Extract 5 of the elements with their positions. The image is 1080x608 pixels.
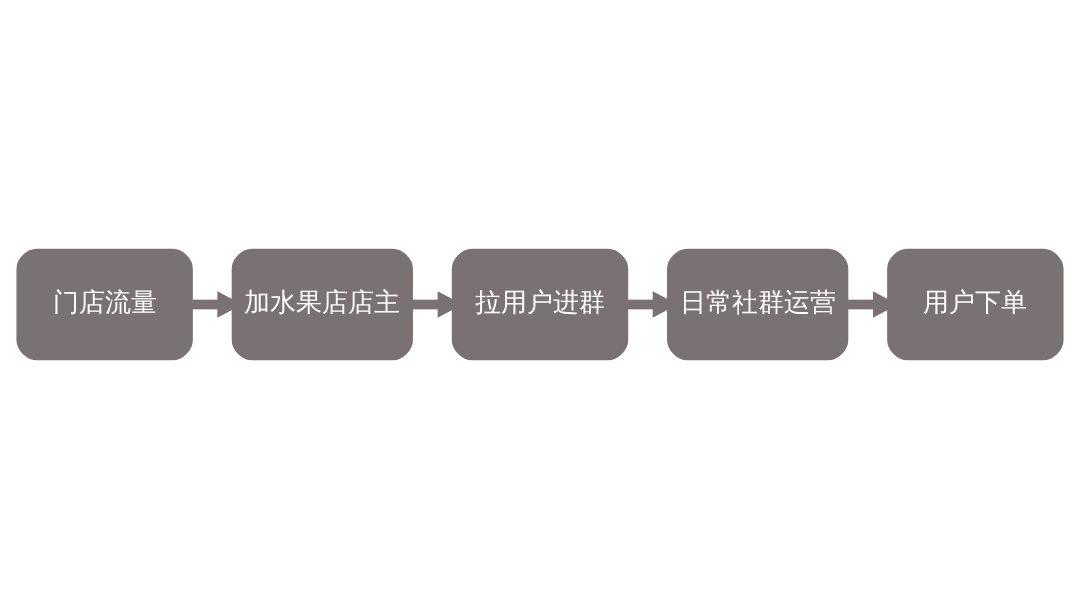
node-box: 日常社群运营 (667, 248, 849, 360)
node-box: 门店流量 (16, 248, 193, 360)
node-box: 拉用户进群 (451, 248, 629, 360)
node-box: 用户下单 (887, 248, 1064, 360)
node-box: 加水果店店主 (231, 248, 413, 360)
